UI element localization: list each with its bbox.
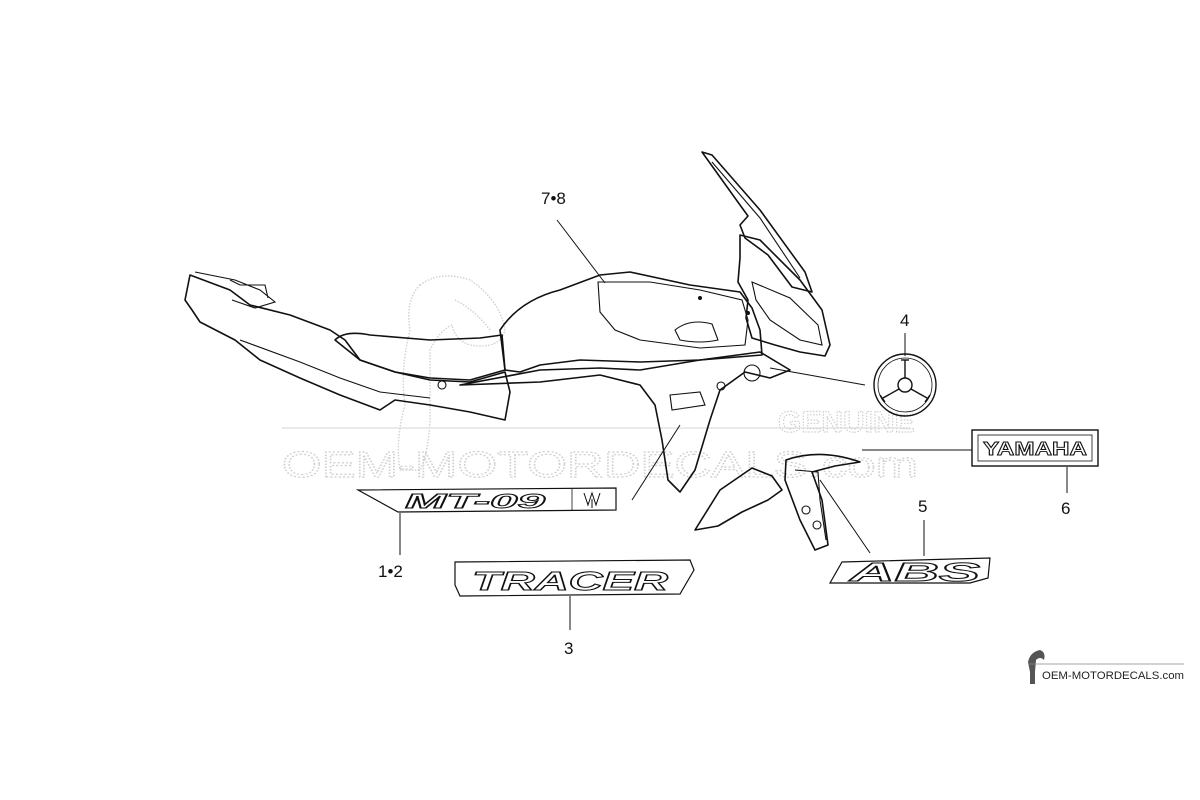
cowl-bolt-2 xyxy=(812,520,822,530)
seat xyxy=(334,332,506,381)
callout-5: 5 xyxy=(918,497,927,516)
leader-4-bike xyxy=(769,367,866,386)
leader-1-2-bike xyxy=(631,424,681,501)
tank-bolt xyxy=(698,296,702,300)
watermark-genuine: GENUINE xyxy=(778,406,915,439)
brand-logo-icon xyxy=(1028,650,1045,684)
callout-7-8: 7•8 xyxy=(541,189,566,208)
brand-site-text: OEM-MOTORDECALS.com xyxy=(1042,670,1184,682)
windscreen-inner xyxy=(711,161,801,279)
cowl-bolt xyxy=(801,505,811,515)
watermark-logo-figure xyxy=(397,275,506,471)
tracer-decal-text: TRACER xyxy=(472,566,668,596)
mt-logo-icon xyxy=(583,491,601,508)
leader-lines xyxy=(399,219,1068,630)
abs-decal: ABS xyxy=(828,557,991,588)
tail-section xyxy=(184,274,511,421)
side-fairing xyxy=(459,351,791,493)
lower-cowl-right xyxy=(784,453,861,551)
lower-cowl-left xyxy=(694,467,783,531)
mt09-decal-text: MT-09 xyxy=(405,491,547,513)
tail-bolt xyxy=(437,380,447,390)
tracer-decal: TRACER xyxy=(454,559,695,597)
callout-3: 3 xyxy=(564,639,573,658)
watermark-site: OEM-MOTORDECALS.com xyxy=(282,444,918,485)
leader-7-8 xyxy=(556,219,606,284)
yamaha-decal: YAMAHA xyxy=(971,429,1099,467)
fairing-emblem-small xyxy=(743,364,761,382)
callout-6: 6 xyxy=(1061,499,1070,518)
tail-grab xyxy=(229,279,269,299)
abs-decal-text: ABS xyxy=(848,557,982,587)
tuning-fork-emblem-decal xyxy=(873,353,937,417)
tail-side xyxy=(239,339,431,399)
tank-opening xyxy=(674,321,719,343)
side-fairing-logo-area xyxy=(669,391,706,411)
windscreen xyxy=(701,151,813,293)
fairing-bolt xyxy=(716,381,726,391)
fuel-tank xyxy=(499,271,763,373)
front-fairing xyxy=(737,234,831,357)
brand-mark: OEM-MOTORDECALS.com xyxy=(1028,650,1184,684)
mt09-decal: MT-09 xyxy=(355,487,617,513)
tail-upper xyxy=(194,271,277,309)
tank-bolt-2 xyxy=(746,311,750,315)
lower-cowl-inner xyxy=(794,469,827,541)
leader-5-bike xyxy=(819,479,871,554)
motorcycle-drawing xyxy=(184,151,861,551)
tuning-fork-icon xyxy=(879,359,931,403)
callout-1-2: 1•2 xyxy=(378,562,403,581)
headlight xyxy=(751,281,823,346)
yamaha-decal-text: YAMAHA xyxy=(983,439,1087,459)
watermark: GENUINE OEM-MOTORDECALS.com xyxy=(281,275,919,486)
callout-4: 4 xyxy=(900,311,909,330)
tank-panel xyxy=(597,281,749,349)
